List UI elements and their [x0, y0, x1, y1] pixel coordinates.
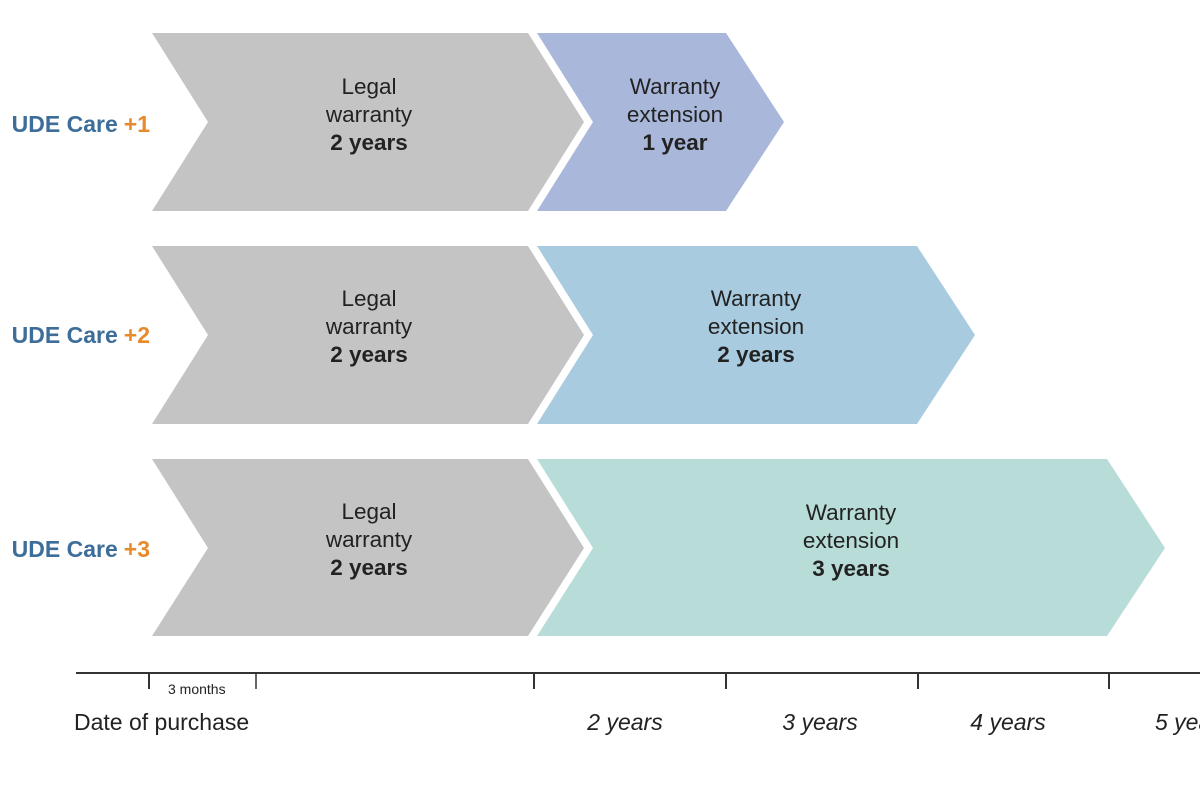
extension-duration: 1 year	[642, 130, 707, 155]
legal-duration: 2 years	[330, 555, 408, 580]
legal-line2: warranty	[325, 314, 413, 339]
legal-line1: Legal	[341, 74, 396, 99]
row-ude-care-2: UDE Care+2 Legal warranty 2 years Warran…	[12, 246, 975, 424]
axis-label-3-months: 3 months	[168, 681, 226, 697]
axis-label-5-years: 5 years	[1155, 709, 1200, 735]
row-ude-care-3: UDE Care+3 Legal warranty 2 years Warran…	[12, 459, 1165, 636]
legal-line1: Legal	[341, 499, 396, 524]
legal-line2: warranty	[325, 102, 413, 127]
legal-warranty-arrow	[152, 33, 584, 211]
extension-duration: 2 years	[717, 342, 795, 367]
extension-line1: Warranty	[806, 500, 897, 525]
svg-text:UDE Care+2: UDE Care+2	[12, 322, 150, 348]
extension-line1: Warranty	[711, 286, 802, 311]
legal-line2: warranty	[325, 527, 413, 552]
legal-warranty-arrow	[152, 246, 584, 424]
warranty-extension-arrow	[537, 33, 784, 211]
svg-text:UDE Care+3: UDE Care+3	[12, 536, 150, 562]
legal-duration: 2 years	[330, 130, 408, 155]
legal-duration: 2 years	[330, 342, 408, 367]
row-ude-care-1: UDE Care+1 Legal warranty 2 years Warran…	[12, 33, 784, 211]
row-label-plus: +1	[124, 111, 150, 137]
extension-duration: 3 years	[812, 556, 890, 581]
row-label-main: UDE Care	[12, 322, 118, 348]
warranty-extension-arrow	[537, 459, 1165, 636]
extension-line2: extension	[803, 528, 899, 553]
legal-line1: Legal	[341, 286, 396, 311]
timeline-axis: 3 months Date of purchase 2 years 3 year…	[74, 672, 1200, 735]
extension-line2: extension	[708, 314, 804, 339]
axis-label-4-years: 4 years	[970, 709, 1046, 735]
row-label-main: UDE Care	[12, 111, 118, 137]
row-label-plus: +3	[124, 536, 150, 562]
svg-text:UDE Care+1: UDE Care+1	[12, 111, 151, 137]
warranty-extension-arrow	[537, 246, 975, 424]
row-label-plus: +2	[124, 322, 150, 348]
extension-line2: extension	[627, 102, 723, 127]
axis-label-3-years: 3 years	[782, 709, 858, 735]
legal-warranty-arrow	[152, 459, 584, 636]
axis-label-2-years: 2 years	[586, 709, 663, 735]
axis-label-date-of-purchase: Date of purchase	[74, 709, 249, 735]
extension-line1: Warranty	[630, 74, 721, 99]
row-label-main: UDE Care	[12, 536, 118, 562]
